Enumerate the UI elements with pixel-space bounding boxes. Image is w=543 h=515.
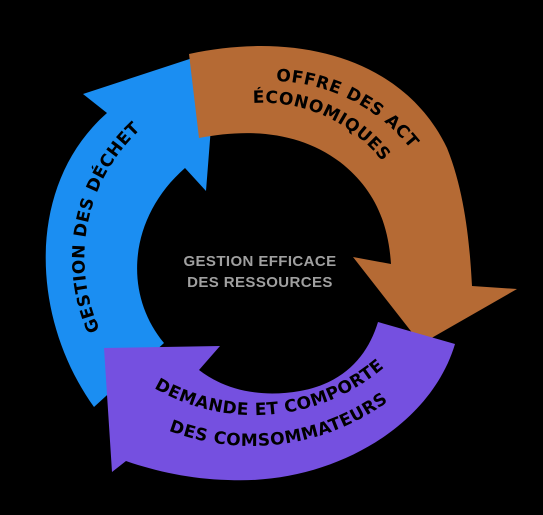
center-title-line2: DES RESSOURCES xyxy=(187,274,333,291)
center-title-line1: GESTION EFFICACE xyxy=(183,253,336,270)
arrow-demande-comportement xyxy=(104,322,455,481)
arrow-gestion-dechets xyxy=(45,50,217,407)
arrow-offre-acteurs xyxy=(189,46,517,344)
